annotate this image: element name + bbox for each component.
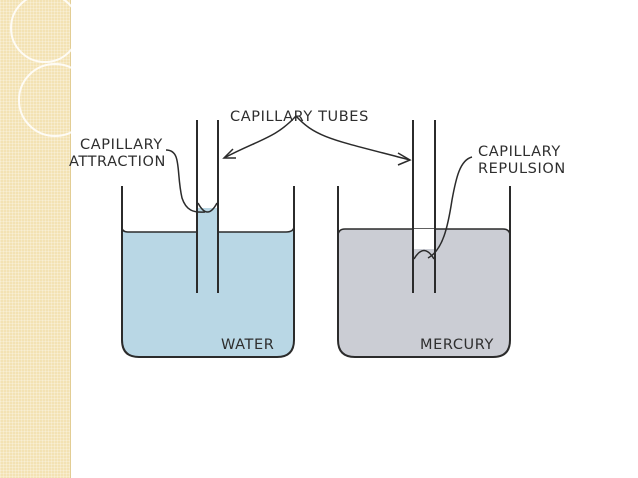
capillary-tubes-brace <box>223 114 411 161</box>
callout-lines <box>165 114 473 259</box>
mercury-tube-meniscus <box>413 249 435 260</box>
mercury-beaker-outline <box>337 186 511 358</box>
mercury-label: MERCURY <box>420 337 494 353</box>
water-label: WATER <box>221 337 274 353</box>
water-capillary-tube <box>196 120 219 293</box>
mercury-capillary-tube <box>412 120 436 293</box>
capillary-tubes-label: CAPILLARY TUBES <box>230 109 369 125</box>
mercury-tube-inner-white <box>414 229 434 249</box>
capillary-repulsion-label-line2: REPULSION <box>478 161 566 177</box>
decorative-ring-middle <box>18 63 92 137</box>
decorative-ring-top <box>10 0 80 63</box>
water-tube-meniscus <box>197 202 218 213</box>
arrow-head-right <box>397 152 412 166</box>
decorative-side-strip <box>0 0 71 478</box>
capillary-attraction-label-line1: CAPILLARY <box>80 137 163 153</box>
water-beaker-outline <box>121 186 295 358</box>
attraction-pointer-line <box>165 149 206 213</box>
capillary-attraction-label-line2: ATTRACTION <box>69 154 166 170</box>
decorative-rings <box>10 0 92 137</box>
capillary-repulsion-label-line1: CAPILLARY <box>478 144 561 160</box>
water-tube-column <box>198 208 217 293</box>
arrow-head-left <box>222 148 236 159</box>
mercury-tube-column <box>414 250 434 293</box>
repulsion-pointer-line <box>427 156 473 259</box>
